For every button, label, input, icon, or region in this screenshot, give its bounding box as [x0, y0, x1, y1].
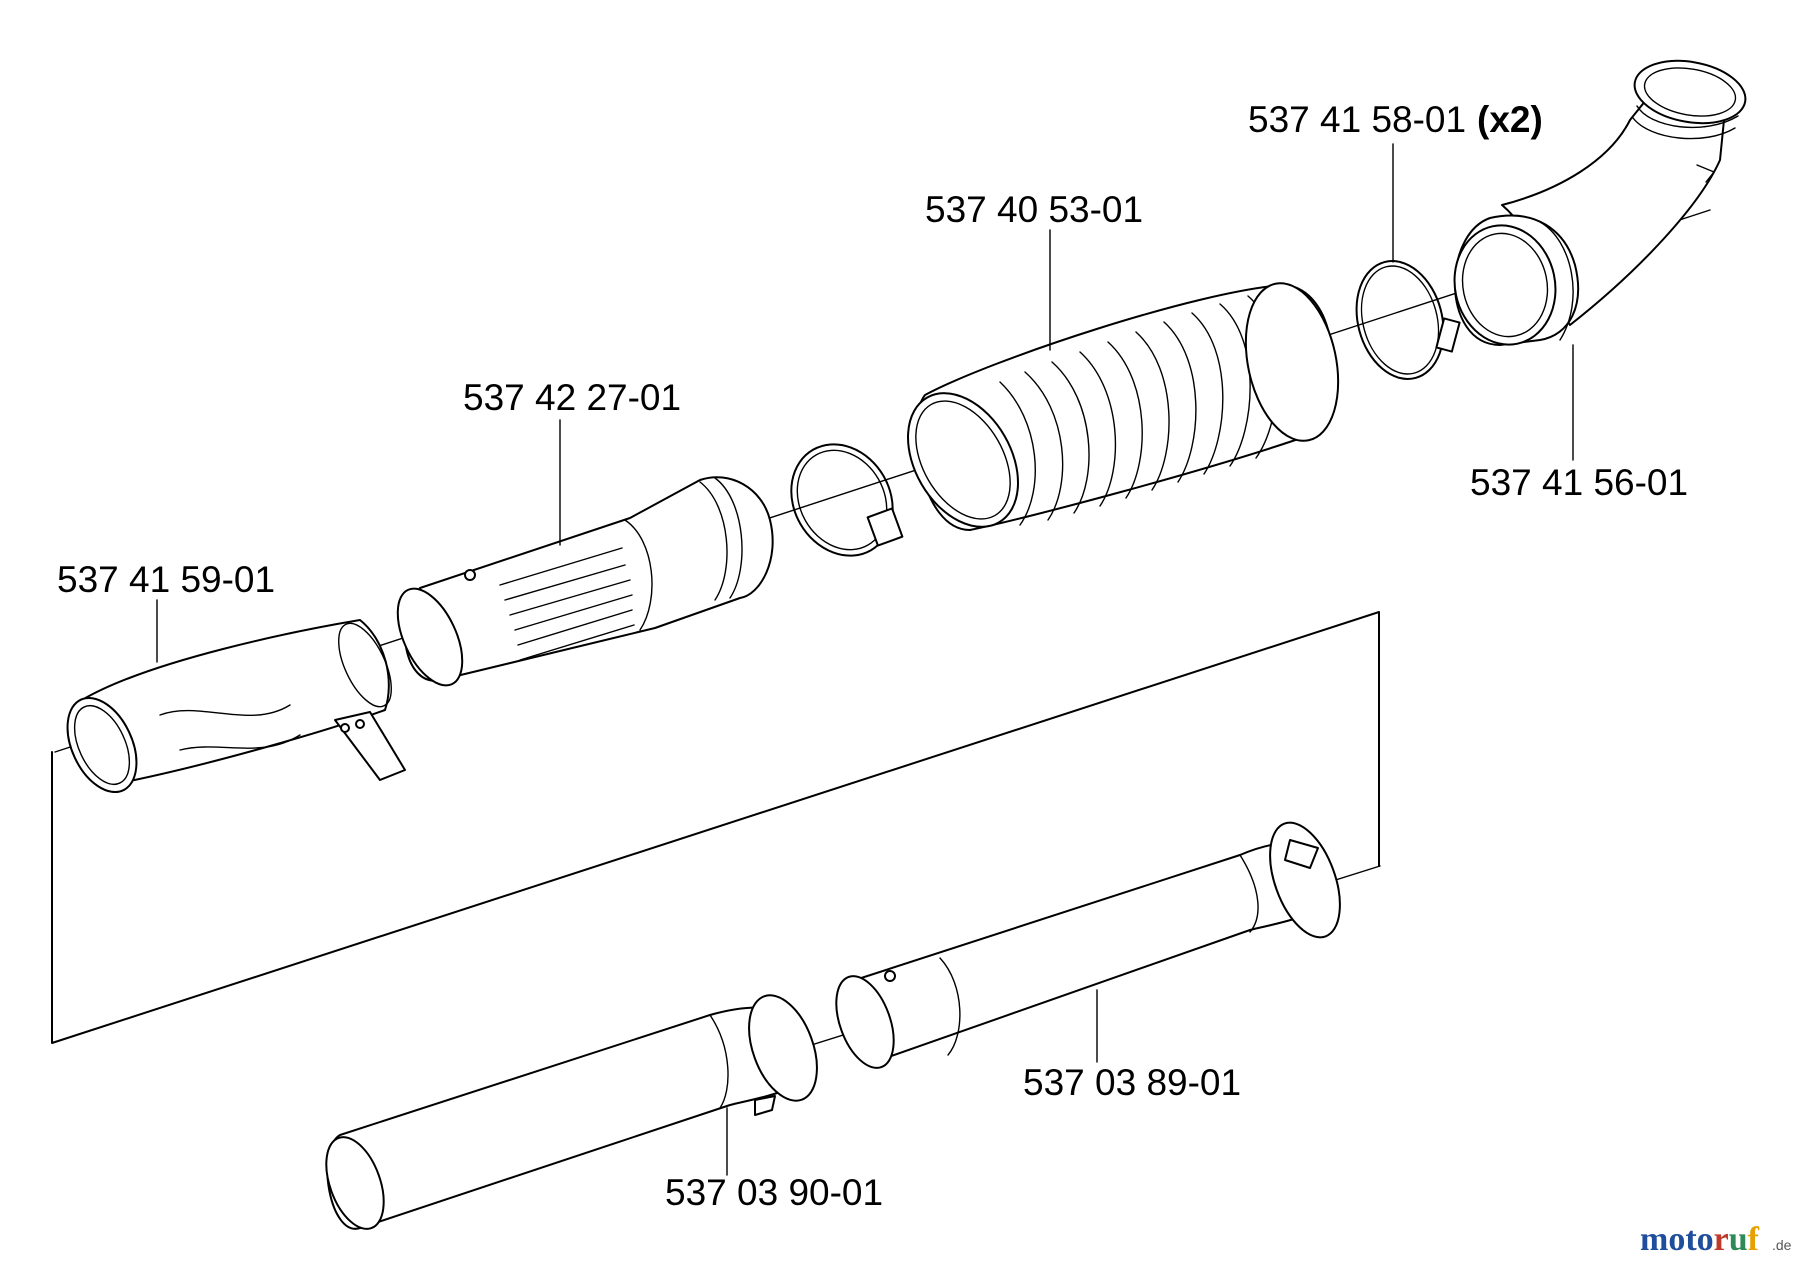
label-elbow-clamp: 537 41 58-01	[1248, 99, 1466, 140]
svg-text:.de: .de	[1772, 1237, 1792, 1253]
assembly-bracket	[51, 611, 1380, 1044]
label-grip-tube: 537 42 27-01	[463, 377, 681, 418]
hose-clamp-middle	[790, 443, 904, 557]
label-tube-lower: 537 03 90-01	[665, 1172, 883, 1213]
tube-upper-part	[835, 821, 1341, 1069]
tube-lower-part	[325, 994, 818, 1230]
bellows-part	[907, 282, 1340, 531]
label-tube-upper: 537 03 89-01	[1023, 1062, 1241, 1103]
watermark-logo: motoruf .de	[1640, 1221, 1792, 1258]
sock-part	[66, 619, 406, 794]
hose-clamp-upper	[1355, 260, 1461, 380]
label-coupling: 537 41 56-01	[1470, 462, 1688, 503]
svg-text:motoruf: motoruf	[1640, 1221, 1760, 1258]
label-elbow-clamp-qty: (x2)	[1477, 99, 1543, 140]
coupling-part	[1453, 214, 1580, 346]
grip-tube-part	[396, 476, 774, 687]
label-bellows: 537 40 53-01	[925, 189, 1143, 230]
label-sock: 537 41 59-01	[57, 559, 275, 600]
